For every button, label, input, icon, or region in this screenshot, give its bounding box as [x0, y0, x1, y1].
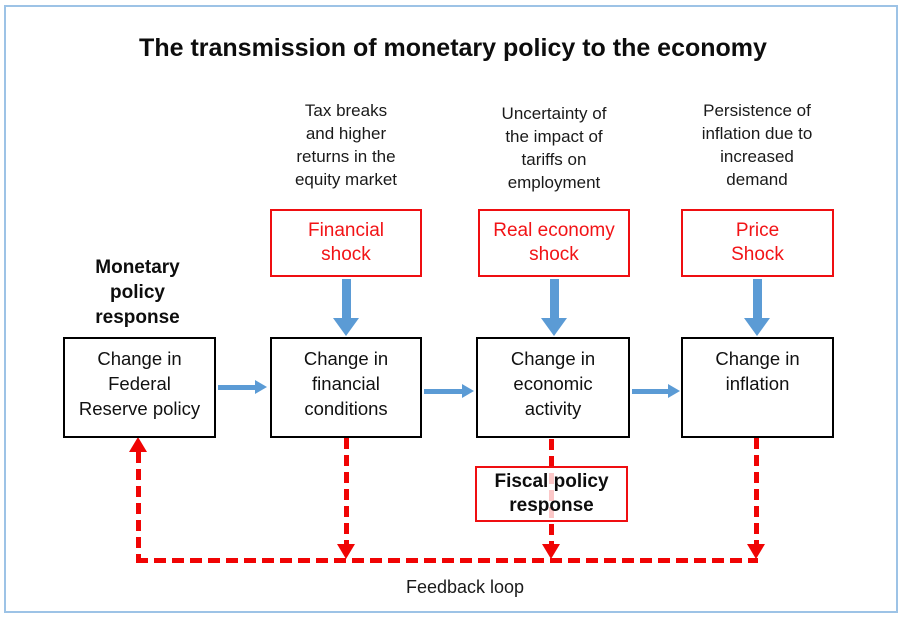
price-shock-box: Price Shock	[681, 209, 834, 277]
fiscal-policy-response-box: Fiscal policy response	[475, 466, 628, 522]
arrow-fed-to-financial-shaft	[218, 385, 255, 390]
down-arrow-financial-shaft	[342, 279, 351, 319]
financial-shock-box: Financial shock	[270, 209, 422, 277]
feedback-line-inflation	[754, 438, 759, 545]
feedback-arrowhead-financial-icon	[337, 544, 355, 559]
down-arrow-real-economy-shaft	[550, 279, 559, 319]
flow-box-inflation: Change in inflation	[681, 337, 834, 438]
arrow-fed-to-financial-head	[255, 380, 267, 394]
flow-box-economic-activity: Change in economic activity	[476, 337, 630, 438]
real-economy-shock-box: Real economy shock	[478, 209, 630, 277]
monetary-policy-response-label: Monetary policy response	[95, 257, 180, 328]
feedback-line-financial-conditions	[344, 438, 349, 545]
down-arrow-financial-head	[333, 318, 359, 336]
down-arrow-price-shaft	[753, 279, 762, 319]
flow-box-financial-conditions: Change in financial conditions	[270, 337, 422, 438]
arrow-financial-to-economic-head	[462, 384, 474, 398]
feedback-arrowhead-economic-icon	[542, 544, 560, 559]
diagram-title: The transmission of monetary policy to t…	[139, 34, 767, 62]
arrow-financial-to-economic-shaft	[424, 389, 462, 394]
feedback-arrowhead-up-icon	[129, 437, 147, 452]
annotation-financial-shock: Tax breaks and higher returns in the equ…	[294, 101, 398, 189]
feedback-loop-line	[136, 558, 758, 563]
flow-box-fed-policy: Change in Federal Reserve policy	[63, 337, 216, 438]
down-arrow-price-head	[744, 318, 770, 336]
annotation-real-economy-shock: Uncertainty of the impact of tariffs on …	[501, 104, 607, 192]
arrow-economic-to-inflation-shaft	[632, 389, 668, 394]
feedback-line-up-to-fed	[136, 452, 141, 560]
feedback-arrowhead-inflation-icon	[747, 544, 765, 559]
annotation-price-shock: Persistence of inflation due to increase…	[701, 101, 813, 189]
arrow-economic-to-inflation-head	[668, 384, 680, 398]
down-arrow-real-economy-head	[541, 318, 567, 336]
feedback-loop-label: Feedback loop	[405, 577, 525, 597]
